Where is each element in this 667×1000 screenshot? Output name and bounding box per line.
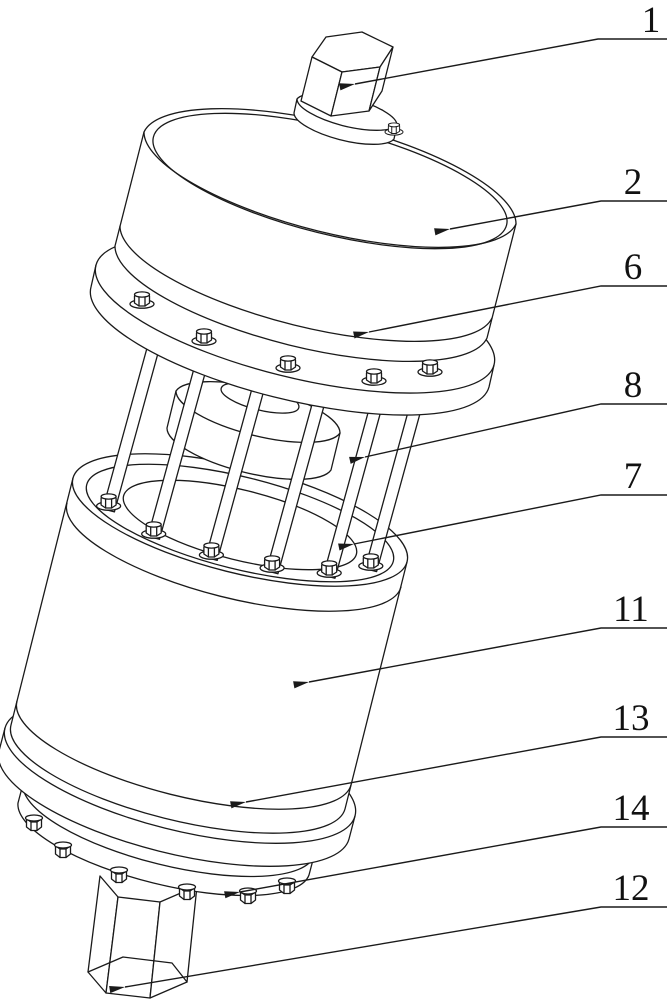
lower-top-inner-ring-1	[85, 463, 395, 583]
leader-line-11	[293, 627, 667, 689]
lower-cylinder-bottom-seam	[15, 700, 352, 810]
lower-cylinder-body	[9, 453, 409, 834]
connecting-rods	[95, 326, 428, 579]
callout-label-11: 11	[613, 589, 649, 630]
upper-cylinder	[114, 107, 517, 363]
bottom-hex-shaft	[87, 875, 198, 999]
leader-line-2	[434, 200, 667, 236]
callout-label-6: 6	[624, 247, 643, 288]
upper-cylinder-body	[114, 107, 517, 363]
leader-line-1	[339, 38, 667, 91]
lower-cylinder-cap-band	[65, 502, 402, 612]
plate-bolt-icon	[53, 841, 73, 859]
bottom-flange-top-rim	[3, 727, 356, 844]
end-plate-top-rim	[22, 783, 315, 878]
callout-label-2: 2	[624, 162, 643, 203]
plate-bolt-icon	[277, 877, 297, 895]
plate-bolt-icon	[24, 814, 44, 832]
leader-line-12	[109, 906, 667, 994]
callout-label-13: 13	[613, 698, 650, 739]
callout-label-14: 14	[613, 788, 650, 829]
plate-bolt-icon	[109, 866, 129, 884]
callout-label-7: 7	[624, 456, 643, 497]
lower-cylinder	[9, 453, 409, 834]
callout-label-8: 8	[624, 365, 643, 406]
top-hex-shaft	[293, 31, 404, 145]
leader-line-14	[224, 826, 667, 899]
leader-line-13	[230, 736, 667, 809]
leader-line-7	[338, 494, 667, 551]
upper-flange-top-rim	[94, 264, 495, 394]
lower-top-inner-ring-2	[122, 479, 358, 571]
lower-cylinder-top-rim	[71, 477, 408, 587]
leader-line-8	[349, 403, 667, 464]
leader-line-6	[353, 285, 667, 339]
upper-cylinder-bottom-seam	[119, 225, 493, 343]
bottom-hex-end-face	[87, 956, 188, 983]
callout-label-12: 12	[613, 868, 650, 909]
plate-bolt-icon	[177, 883, 197, 901]
callout-label-1: 1	[642, 0, 661, 41]
